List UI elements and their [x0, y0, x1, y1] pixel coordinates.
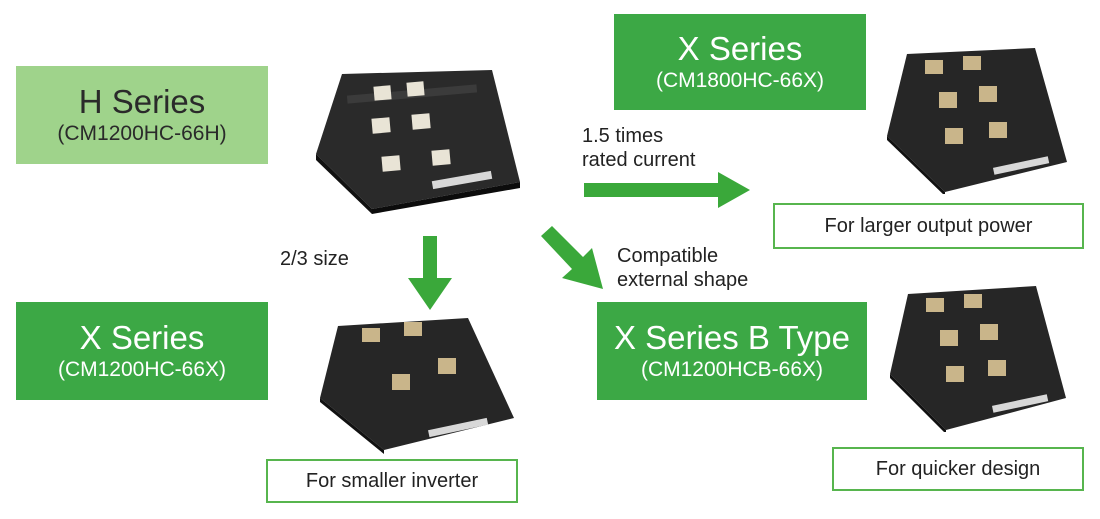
x-series-b-label: X Series B Type (CM1200HCB-66X) [597, 302, 867, 400]
arrow-down [408, 236, 452, 310]
h-series-title: H Series [78, 83, 206, 120]
smaller-inverter-caption: For smaller inverter [266, 459, 518, 503]
x-series-large-model: (CM1800HC-66X) [655, 69, 825, 92]
current-note-line1: 1.5 times [582, 125, 664, 147]
h-series-module-image [316, 70, 520, 214]
shape-note-line1: Compatible [617, 245, 719, 267]
current-note: 1.5 times rated current [582, 124, 695, 172]
x-series-small-title: X Series [79, 319, 205, 356]
shape-note: Compatible external shape [617, 244, 748, 292]
h-series-label: H Series (CM1200HC-66H) [16, 66, 268, 164]
x-series-b-module-image [890, 286, 1066, 432]
current-note-line2: rated current [582, 149, 696, 171]
x-series-large-label: X Series (CM1800HC-66X) [614, 14, 866, 110]
x-series-large-module-image [887, 48, 1067, 194]
arrow-right [584, 172, 750, 208]
larger-output-caption: For larger output power [773, 203, 1084, 249]
shape-note-line2: external shape [617, 269, 749, 291]
arrow-diagonal [541, 226, 603, 289]
x-series-large-title: X Series [677, 30, 803, 67]
x-series-small-module-image [320, 318, 514, 454]
quicker-design-caption: For quicker design [832, 447, 1084, 491]
x-series-small-label: X Series (CM1200HC-66X) [16, 302, 268, 400]
size-note: 2/3 size [280, 248, 349, 270]
x-series-b-model: (CM1200HCB-66X) [640, 358, 824, 381]
h-series-model: (CM1200HC-66H) [57, 122, 227, 145]
x-series-small-model: (CM1200HC-66X) [57, 358, 227, 381]
x-series-b-title: X Series B Type [613, 319, 850, 356]
